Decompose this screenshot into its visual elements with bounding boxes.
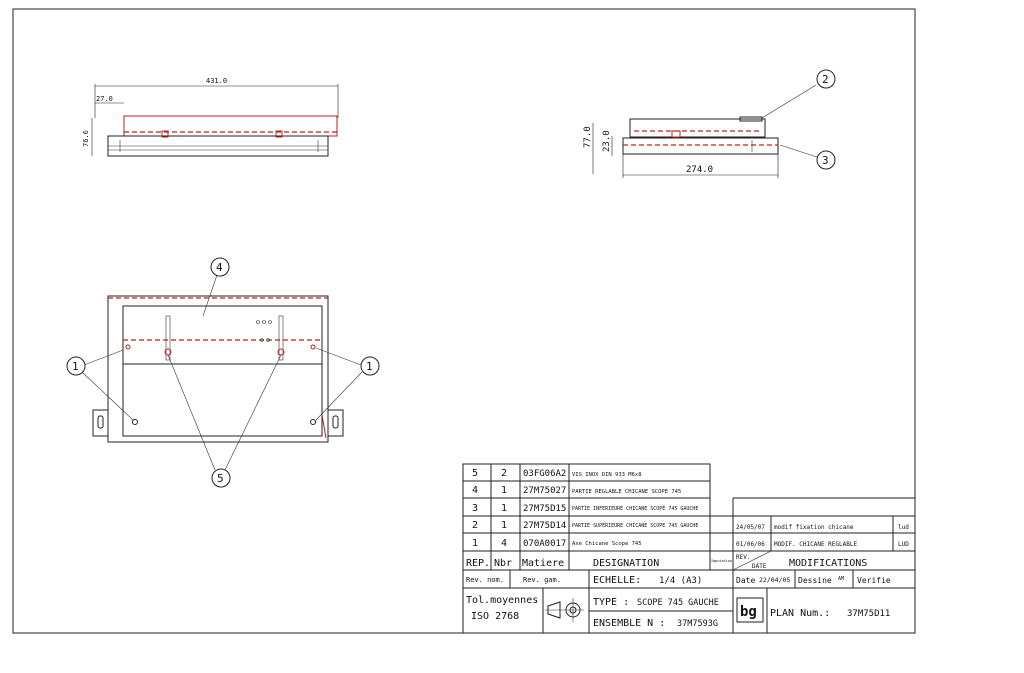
callout-1-left: 1 <box>66 349 134 421</box>
svg-text:bg: bg <box>740 604 757 620</box>
tol-label: Tol.moyennes <box>466 595 538 606</box>
header-designation: DESIGNATION <box>593 558 659 569</box>
dessine-label: Dessine <box>798 576 832 585</box>
tol-standard: ISO 2768 <box>471 611 519 622</box>
svg-text:3: 3 <box>822 154 829 167</box>
bom-rep: 2 <box>472 520 478 531</box>
bom-matiere: 03FG06A2 <box>523 469 566 479</box>
mod-by: lud <box>898 524 909 531</box>
bom-rep: 1 <box>472 538 478 549</box>
mod-text: MODIF. CHICANE REGLABLE <box>774 541 857 548</box>
header-matiere: Matiere <box>522 558 564 569</box>
bom-rep: 4 <box>472 485 478 496</box>
bom-nbr: 1 <box>501 503 507 514</box>
svg-text:5: 5 <box>217 472 224 485</box>
header-date: DATE <box>752 563 767 570</box>
bom-nbr: 1 <box>501 485 507 496</box>
callout-2: 2 <box>761 69 836 119</box>
header-modifications: MODIFICATIONS <box>789 558 867 569</box>
type-value: SCOPE 745 GAUCHE <box>637 598 719 608</box>
dim-top-small: 27.0 <box>96 95 113 103</box>
callout-3: 3 <box>779 144 836 170</box>
header-nbr: Nbr <box>494 558 512 569</box>
dim-top-height: 76.6 <box>82 130 90 147</box>
bom-designation: PARTIE SUPERIEURE CHICANE SCOPE 745 GAUC… <box>572 523 698 529</box>
callout-1-right: 1 <box>315 347 380 421</box>
header-rev: REV. <box>736 554 750 561</box>
mod-date: 24/05/07 <box>736 524 765 531</box>
ensemble-value: 37M7593G <box>677 619 718 629</box>
bom-matiere: 27M75D14 <box>523 521 566 531</box>
date-label: Date <box>736 576 755 585</box>
plan-label: PLAN Num.: <box>770 608 830 619</box>
bom-designation: VIS INOX DIN 933 M6x8 <box>572 472 642 478</box>
verifie-label: Verifie <box>857 576 891 585</box>
bom-rep: 3 <box>472 503 478 514</box>
title-block: 5 2 03FG06A2 VIS INOX DIN 933 M6x8 4 1 2… <box>462 463 916 633</box>
bom-nbr: 2 <box>501 468 507 479</box>
plan-number: 37M75D11 <box>847 609 890 619</box>
bom-matiere: 27M75D15 <box>523 504 566 514</box>
dessine-value: AM <box>838 576 844 582</box>
bom-designation: PARTIE INFERIEURE CHICANE SCOPE 745 GAUC… <box>572 506 698 512</box>
dim-side-small: 23.0 <box>602 130 612 152</box>
bom-nbr: 1 <box>501 520 507 531</box>
mod-text: modif fixation chicane <box>774 524 854 531</box>
callout-4: 4 <box>202 257 230 317</box>
projection-symbol <box>545 598 584 622</box>
echelle-value: 1/4 (A3) <box>659 576 702 586</box>
bom-rep: 5 <box>472 468 478 479</box>
header-imputation: Imputation <box>711 559 732 563</box>
mod-by: LUD <box>898 541 909 548</box>
dim-side-width: 274.0 <box>686 165 713 175</box>
bom-nbr: 4 <box>501 538 507 549</box>
side-view: 77.0 23.0 274.0 <box>583 116 779 178</box>
svg-text:1: 1 <box>366 360 373 373</box>
callout-5: 5 <box>167 354 282 488</box>
front-view: 431.0 27.0 76.6 <box>82 77 339 157</box>
bom-matiere: 070A0017 <box>523 539 566 549</box>
date-value: 22/04/05 <box>759 576 790 584</box>
echelle-label: ECHELLE: <box>593 575 641 586</box>
header-rep: REP. <box>466 558 490 569</box>
svg-text:2: 2 <box>822 73 829 86</box>
dim-side-height: 77.0 <box>583 126 593 148</box>
bom-matiere: 27M75027 <box>523 486 566 496</box>
rev-gam: Rev. gam. <box>523 576 561 584</box>
svg-text:4: 4 <box>216 261 223 274</box>
type-label: TYPE : <box>593 597 629 608</box>
rev-nom: Rev. nom. <box>466 576 504 584</box>
bom-designation: PARTIE REGLABLE CHICANE SCOPE 745 <box>572 489 681 495</box>
sheet-border <box>12 8 916 634</box>
plan-view <box>92 295 344 443</box>
company-logo: bg <box>736 597 764 623</box>
bom-designation: Axe Chicane Scope 745 <box>572 541 642 547</box>
ensemble-label: ENSEMBLE N : <box>593 618 665 629</box>
svg-text:1: 1 <box>72 360 79 373</box>
mod-date: 01/06/06 <box>736 541 765 548</box>
dim-top-width: 431.0 <box>206 77 227 85</box>
